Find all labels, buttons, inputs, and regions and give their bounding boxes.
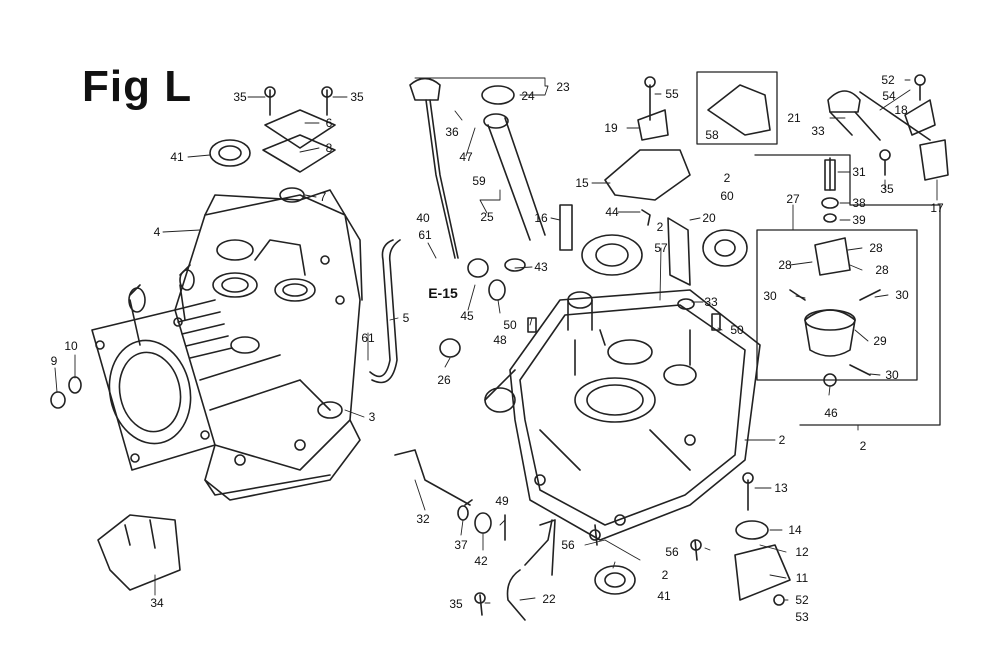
oil-seal-drawing — [209, 139, 251, 167]
part-label-33: 33 — [811, 124, 825, 138]
part-label-38: 38 — [852, 196, 866, 210]
part-label-28: 28 — [869, 241, 883, 255]
part-label-2: 2 — [859, 439, 867, 453]
plate-drawing — [559, 204, 573, 251]
part-label-26: 26 — [437, 373, 451, 387]
part-label-9: 9 — [50, 354, 58, 368]
part-label-61: 61 — [418, 228, 432, 242]
gasket-drawing — [262, 134, 336, 173]
part-label-50: 50 — [730, 323, 744, 337]
part-label-57: 57 — [654, 241, 668, 255]
part-label-17: 17 — [930, 201, 944, 215]
part-label-43: 43 — [534, 260, 548, 274]
part-label-28: 28 — [875, 263, 889, 277]
part-label-35: 35 — [880, 182, 894, 196]
part-label-52: 52 — [795, 593, 809, 607]
part-label-52: 52 — [881, 73, 895, 87]
bearing-drawing — [581, 234, 643, 276]
part-label-14: 14 — [788, 523, 802, 537]
part-label-36: 36 — [445, 125, 459, 139]
part-label-10: 10 — [64, 339, 78, 353]
part-label-4: 4 — [153, 225, 161, 239]
part-label-19: 19 — [604, 121, 618, 135]
part-label-8: 8 — [325, 141, 333, 155]
cover-drawing — [264, 109, 336, 149]
part-label-12: 12 — [795, 545, 809, 559]
part-label-18: 18 — [894, 103, 908, 117]
part-label-31: 31 — [852, 165, 866, 179]
part-label-29: 29 — [873, 334, 887, 348]
part-label-23: 23 — [556, 80, 570, 94]
part-label-49: 49 — [495, 494, 509, 508]
part-label-46: 46 — [824, 406, 838, 420]
cylinder-block-drawing — [91, 189, 363, 501]
gear-drawing — [804, 309, 856, 357]
part-label-16: 16 — [534, 211, 548, 225]
part-label-2: 2 — [656, 220, 664, 234]
figure-title: Fig L — [82, 62, 193, 111]
drain-plug-drawing — [439, 338, 461, 358]
bracket-drawing — [97, 514, 181, 591]
part-label-2: 2 — [723, 171, 731, 185]
part-label-6: 6 — [325, 116, 333, 130]
part-label-35: 35 — [449, 597, 463, 611]
part-label-30: 30 — [895, 288, 909, 302]
part-label-27: 27 — [786, 192, 800, 206]
part-label-30: 30 — [885, 368, 899, 382]
part-label-58: 58 — [705, 128, 719, 142]
part-label-21: 21 — [787, 111, 801, 125]
part-label-34: 34 — [150, 596, 164, 610]
part-label-39: 39 — [852, 213, 866, 227]
part-label-48: 48 — [493, 333, 507, 347]
part-label-41: 41 — [170, 150, 184, 164]
part-label-25: 25 — [480, 210, 494, 224]
part-label-32: 32 — [416, 512, 430, 526]
part-label-15: 15 — [575, 176, 589, 190]
part-label-53: 53 — [795, 610, 809, 624]
reference-label-e15: E-15 — [428, 285, 458, 301]
part-label-3: 3 — [368, 410, 376, 424]
part-label-60: 60 — [720, 189, 734, 203]
part-label-56: 56 — [561, 538, 575, 552]
part-label-59: 59 — [472, 174, 486, 188]
crankcase-cover-drawing — [484, 289, 761, 541]
part-label-28: 28 — [778, 258, 792, 272]
part-label-37: 37 — [454, 538, 468, 552]
part-label-30: 30 — [763, 289, 777, 303]
part-label-55: 55 — [665, 87, 679, 101]
part-label-13: 13 — [774, 481, 788, 495]
part-label-35: 35 — [233, 90, 247, 104]
part-label-44: 44 — [605, 205, 619, 219]
part-label-2: 2 — [661, 568, 669, 582]
part-label-61: 61 — [361, 331, 375, 345]
plate-15-drawing — [604, 149, 691, 201]
part-label-20: 20 — [702, 211, 716, 225]
part-label-22: 22 — [542, 592, 556, 606]
part-label-42: 42 — [474, 554, 488, 568]
part-label-54: 54 — [882, 89, 896, 103]
leader-lines — [54, 77, 938, 604]
part-label-56: 56 — [665, 545, 679, 559]
part-label-2: 2 — [778, 433, 786, 447]
part-label-47: 47 — [459, 150, 473, 164]
part-label-24: 24 — [521, 89, 535, 103]
part-label-50: 50 — [503, 318, 517, 332]
part-label-5: 5 — [402, 311, 410, 325]
part-label-45: 45 — [460, 309, 474, 323]
part-label-35: 35 — [350, 90, 364, 104]
part-label-11: 11 — [795, 571, 809, 585]
dipstick-cap-drawing — [409, 77, 441, 101]
part-label-40: 40 — [416, 211, 430, 225]
part-label-33: 33 — [704, 295, 718, 309]
part-label-7: 7 — [319, 190, 327, 204]
part-label-41: 41 — [657, 589, 671, 603]
